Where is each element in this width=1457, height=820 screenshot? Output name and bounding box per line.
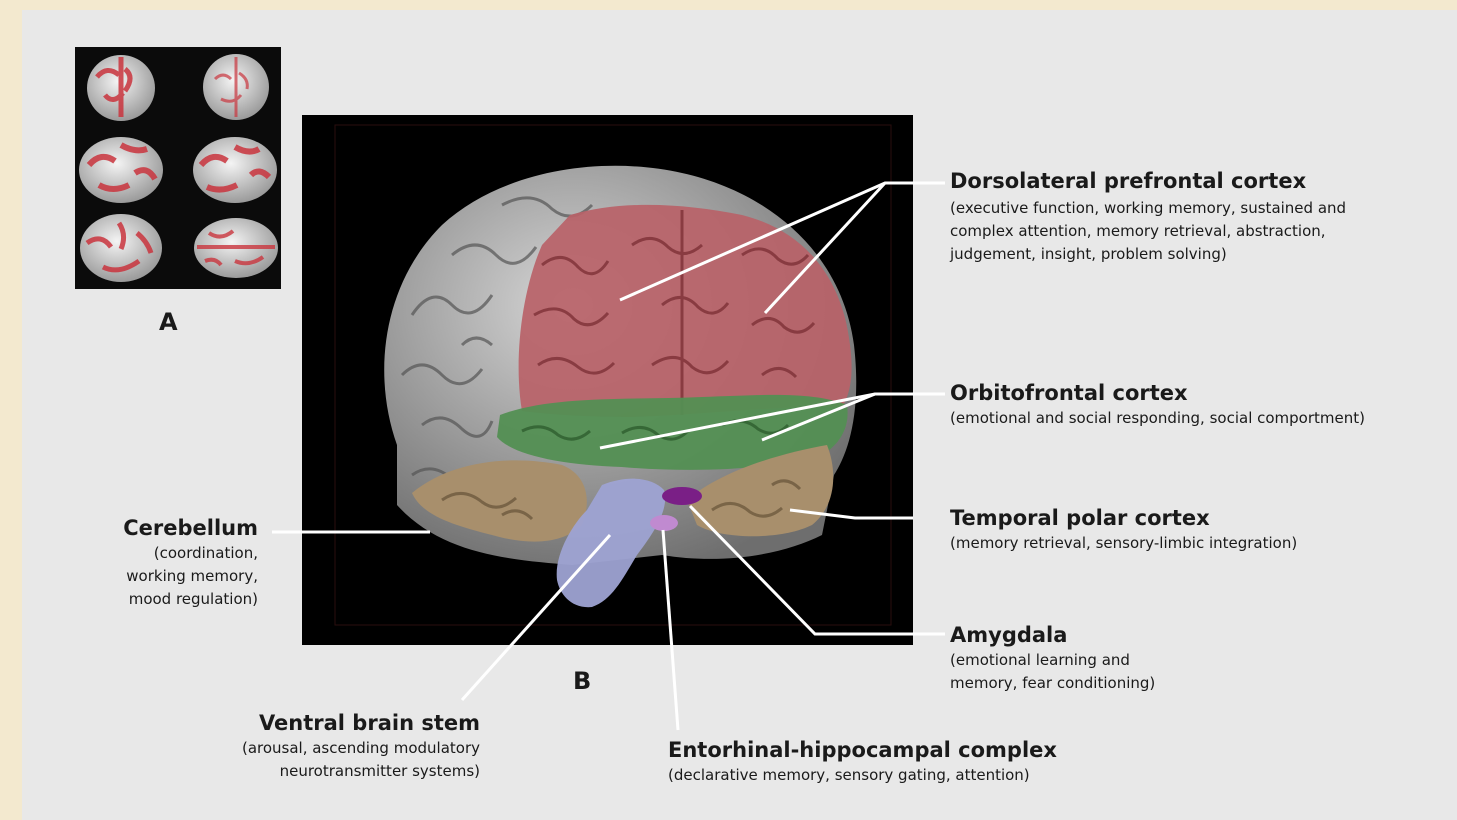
tpc-title: Temporal polar cortex bbox=[950, 506, 1297, 530]
amygdala-desc-line: memory, fear conditioning) bbox=[950, 672, 1155, 695]
dlpfc-description: (executive function, working memory, sus… bbox=[950, 197, 1346, 266]
ofc-label: Orbitofrontal cortex (emotional and soci… bbox=[950, 381, 1365, 430]
tpc-description: (memory retrieval, sensory-limbic integr… bbox=[950, 532, 1297, 555]
cerebellum-desc-line: working memory, bbox=[70, 565, 258, 588]
dlpfc-desc-line: complex attention, memory retrieval, abs… bbox=[950, 220, 1346, 243]
hippocampal-region bbox=[650, 515, 678, 531]
dlpfc-title: Dorsolateral prefrontal cortex bbox=[950, 169, 1346, 193]
brainstem-desc-line: neurotransmitter systems) bbox=[170, 760, 480, 783]
thumb-mid-left bbox=[79, 137, 163, 203]
panel-a-label: A bbox=[159, 308, 178, 336]
brainstem-description: (arousal, ascending modulatory neurotran… bbox=[170, 737, 480, 783]
brain-thumbnail-grid bbox=[75, 47, 281, 289]
brain-image-frame bbox=[302, 115, 913, 645]
dlpfc-region bbox=[519, 205, 852, 417]
brainstem-desc-line: (arousal, ascending modulatory bbox=[170, 737, 480, 760]
thumbnail-views bbox=[75, 47, 281, 289]
amygdala-label: Amygdala (emotional learning and memory,… bbox=[950, 623, 1155, 695]
thumb-bottom-right bbox=[194, 218, 278, 278]
amygdala-desc-line: (emotional learning and bbox=[950, 649, 1155, 672]
thumb-mid-right bbox=[193, 137, 277, 203]
amygdala-region bbox=[662, 487, 702, 505]
cerebellum-desc-line: (coordination, bbox=[70, 542, 258, 565]
brainstem-title: Ventral brain stem bbox=[170, 711, 480, 735]
hippocampal-description: (declarative memory, sensory gating, att… bbox=[668, 764, 1057, 787]
dlpfc-label: Dorsolateral prefrontal cortex (executiv… bbox=[950, 169, 1346, 266]
tpc-label: Temporal polar cortex (memory retrieval,… bbox=[950, 506, 1297, 555]
amygdala-title: Amygdala bbox=[950, 623, 1155, 647]
cerebellum-label: Cerebellum (coordination, working memory… bbox=[70, 516, 258, 611]
panel-b-label: B bbox=[573, 667, 591, 695]
amygdala-description: (emotional learning and memory, fear con… bbox=[950, 649, 1155, 695]
tpc-desc-line: (memory retrieval, sensory-limbic integr… bbox=[950, 532, 1297, 555]
cerebellum-desc-line: mood regulation) bbox=[70, 588, 258, 611]
ofc-desc-line: (emotional and social responding, social… bbox=[950, 407, 1365, 430]
ofc-title: Orbitofrontal cortex bbox=[950, 381, 1365, 405]
brain-illustration bbox=[302, 115, 913, 645]
hippocampal-label: Entorhinal-hippocampal complex (declarat… bbox=[668, 738, 1057, 787]
ofc-description: (emotional and social responding, social… bbox=[950, 407, 1365, 430]
hippocampal-desc-line: (declarative memory, sensory gating, att… bbox=[668, 764, 1057, 787]
dlpfc-desc-line: judgement, insight, problem solving) bbox=[950, 243, 1346, 266]
thumb-top-left bbox=[87, 55, 155, 121]
thumb-top-right bbox=[203, 54, 269, 120]
cerebellum-description: (coordination, working memory, mood regu… bbox=[70, 542, 258, 611]
cerebellum-title: Cerebellum bbox=[70, 516, 258, 540]
thumb-bottom-left bbox=[80, 214, 162, 282]
dlpfc-desc-line: (executive function, working memory, sus… bbox=[950, 197, 1346, 220]
brainstem-label: Ventral brain stem (arousal, ascending m… bbox=[170, 711, 480, 783]
hippocampal-title: Entorhinal-hippocampal complex bbox=[668, 738, 1057, 762]
